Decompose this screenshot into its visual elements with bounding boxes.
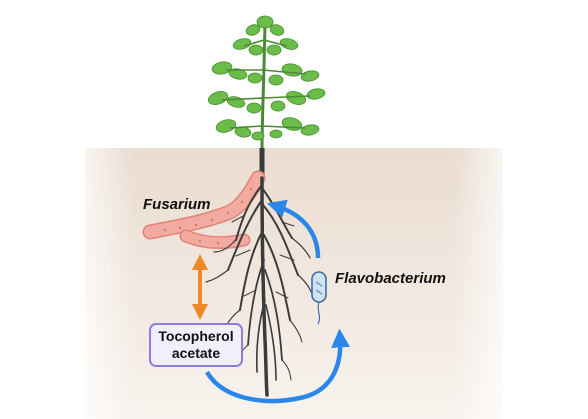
soil-fade [85, 148, 503, 419]
compound-label-line1: Tocopherol [158, 328, 234, 344]
compound-box: Tocopherol acetate [149, 323, 243, 367]
curved-arrow-icon [205, 328, 351, 404]
flavobacterium-cell-icon [311, 271, 327, 325]
compound-label-line2: acetate [171, 345, 221, 361]
root-system [205, 176, 314, 397]
fusarium-label: Fusarium [143, 196, 211, 213]
tomato-plant-icon [207, 15, 326, 151]
curved-arrow-icon [266, 199, 321, 259]
flavobacterium-label: Flavobacterium [335, 270, 446, 287]
